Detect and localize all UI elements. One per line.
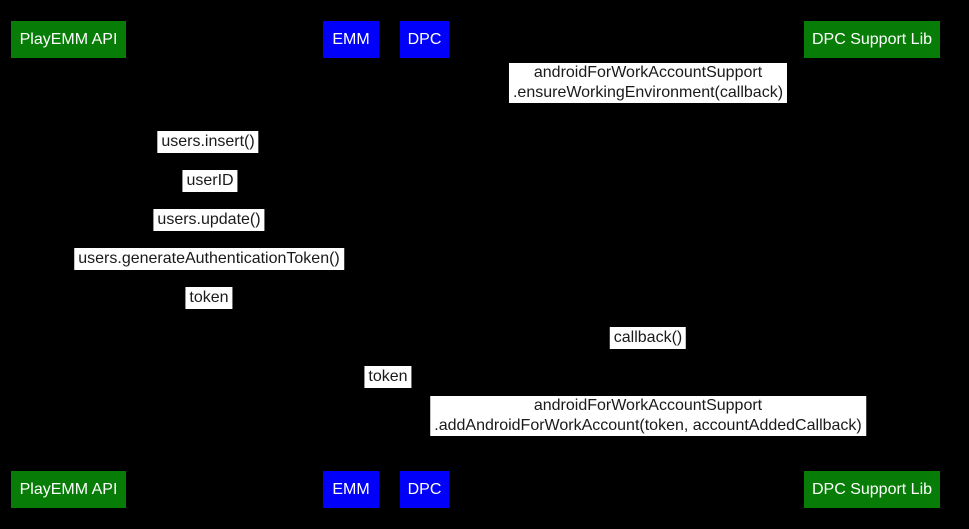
actor-box-emm-bottom: EMM: [323, 471, 379, 508]
actor-box-playemm-api-top: PlayEMM API: [11, 21, 126, 58]
message-label-add-android-for-work-account: androidForWorkAccountSupport .addAndroid…: [430, 396, 866, 436]
actor-box-dpc-top: DPC: [400, 21, 449, 58]
message-label-token-to-dpc: token: [364, 366, 412, 388]
actor-box-emm-top: EMM: [323, 21, 379, 58]
lifeline-dpc: [424, 58, 425, 471]
message-line: androidForWorkAccountSupport: [533, 397, 763, 414]
message-label-user-id: userID: [182, 170, 238, 192]
message-line: .addAndroidForWorkAccount(token, account…: [434, 417, 862, 434]
actor-box-dpc-support-lib-bottom: DPC Support Lib: [804, 471, 940, 508]
lifeline-dpc-support-lib: [872, 58, 873, 471]
message-label-token-to-emm: token: [185, 287, 233, 309]
message-label-generate-authentication-token: users.generateAuthenticationToken(): [74, 248, 344, 270]
message-label-ensure-working-environment: androidForWorkAccountSupport .ensureWork…: [508, 63, 788, 103]
message-line: androidForWorkAccountSupport: [533, 64, 763, 81]
message-label-callback: callback(): [609, 327, 687, 349]
message-line: .ensureWorkingEnvironment(callback): [512, 84, 784, 101]
message-label-users-insert: users.insert(): [157, 131, 259, 153]
actor-box-dpc-bottom: DPC: [400, 471, 449, 508]
lifeline-playemm-api: [68, 58, 69, 471]
lifeline-emm: [351, 58, 352, 471]
actor-box-dpc-support-lib-top: DPC Support Lib: [804, 21, 940, 58]
actor-box-playemm-api-bottom: PlayEMM API: [11, 471, 126, 508]
message-label-users-update: users.update(): [153, 209, 265, 231]
